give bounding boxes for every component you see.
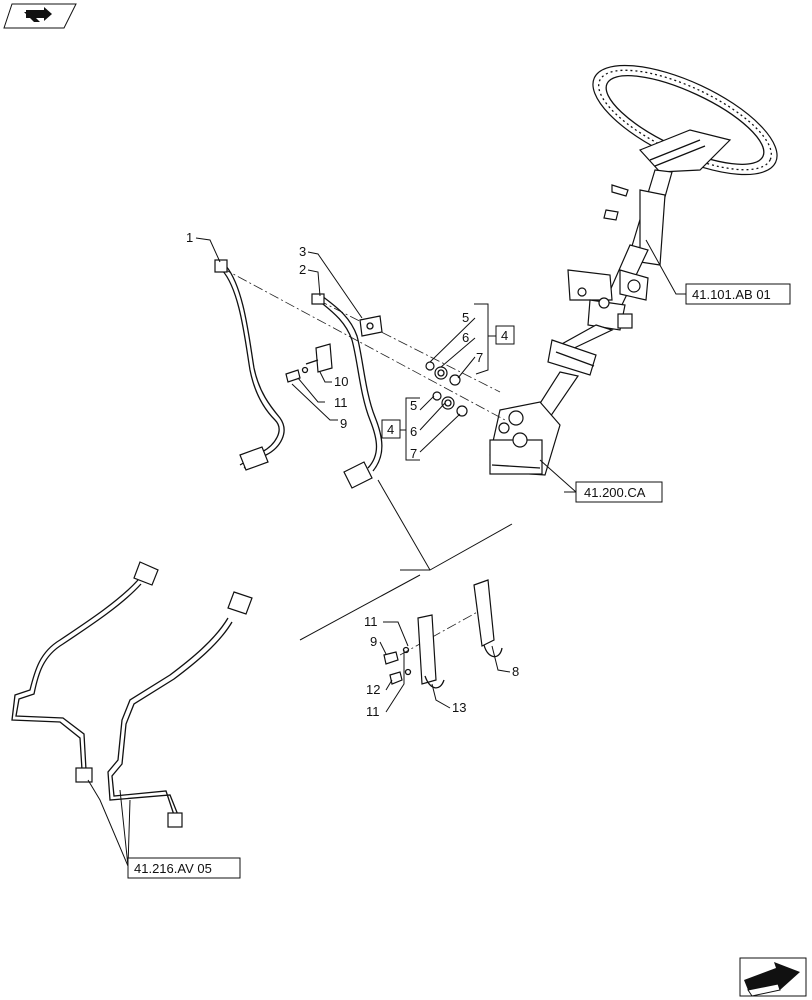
- steering-column: [531, 169, 673, 421]
- callout-7-upper: 7: [476, 350, 483, 365]
- seal-group-lower: [432, 391, 468, 417]
- ref-steering-unit[interactable]: 41.200.CA: [584, 485, 646, 500]
- callout-2: 2: [299, 262, 306, 277]
- detail-separator: [299, 574, 421, 641]
- callout-9-upper: 9: [340, 416, 347, 431]
- kit-box-upper: [495, 325, 515, 345]
- ref-lines[interactable]: 41.216.AV 05: [134, 861, 212, 876]
- callout-7-lower: 7: [410, 446, 417, 461]
- callout-13: 13: [452, 700, 466, 715]
- callout-5-lower: 5: [410, 398, 417, 413]
- callout-8: 8: [512, 664, 519, 679]
- clip-10: [305, 343, 333, 373]
- steering-wheel: [592, 64, 778, 176]
- alignment-line-3: [399, 604, 491, 656]
- callout-4-lower: 4: [387, 422, 394, 437]
- callout-10: 10: [334, 374, 348, 389]
- next-page-arrow-icon[interactable]: [739, 957, 807, 997]
- callout-11-upper: 11: [334, 395, 348, 410]
- kit-box-lower: [381, 419, 401, 439]
- ref-box-lines[interactable]: [127, 857, 241, 879]
- detail-pointer: [377, 479, 513, 571]
- bolt-9: [285, 366, 309, 383]
- bracket-13: [417, 614, 445, 689]
- alignment-line-2: [317, 299, 501, 393]
- ref-box-steering-unit[interactable]: [575, 481, 663, 503]
- callout-11-detail-top: 11: [364, 614, 378, 629]
- callout-6-lower: 6: [410, 424, 417, 439]
- detail-bolts: [383, 646, 412, 685]
- steering-unit: [489, 401, 561, 476]
- callout-6-upper: 6: [462, 330, 469, 345]
- callout-4-upper: 4: [501, 328, 508, 343]
- callout-9-detail: 9: [370, 634, 377, 649]
- callout-11-detail-bottom: 11: [366, 704, 380, 719]
- bracket-3: [359, 315, 383, 337]
- hose-2: [107, 293, 383, 828]
- hose-1: [11, 259, 285, 783]
- ref-steering-column[interactable]: 41.101.AB 01: [692, 287, 771, 302]
- ref-box-steering-column[interactable]: [685, 283, 791, 305]
- bracket-8: [473, 579, 503, 658]
- callout-5-upper: 5: [462, 310, 469, 325]
- book-arrow-icon[interactable]: [3, 3, 77, 29]
- callout-12: 12: [366, 682, 380, 697]
- callout-1: 1: [186, 230, 193, 245]
- callout-3: 3: [299, 244, 306, 259]
